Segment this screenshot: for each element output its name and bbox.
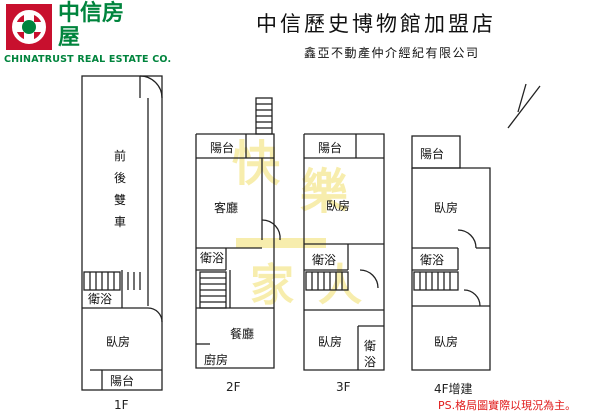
room-3f-bedroom-rear: 臥房 bbox=[318, 334, 342, 349]
company-subtitle: 鑫亞不動產仲介經紀有限公司 bbox=[304, 46, 480, 60]
floor-4f-label: 4F增建 bbox=[434, 382, 473, 396]
watermark-char-1: 快 bbox=[232, 136, 281, 192]
floor-1f-plan bbox=[81, 75, 163, 391]
floor-3f-plan bbox=[303, 133, 385, 371]
floor-1f-outline bbox=[81, 75, 163, 391]
floor-2f-label: 2F bbox=[226, 380, 241, 394]
floor-4f-plan bbox=[411, 135, 491, 371]
watermark-stroke bbox=[236, 238, 326, 248]
floor-3f-stairs bbox=[305, 271, 349, 291]
room-labels: 前 後 雙 車 衛浴 臥房 陽台 陽台 客廳 衛浴 餐廳 廚房 陽台 臥房 衛浴… bbox=[88, 140, 458, 388]
room-4f-bedroom-front: 臥房 bbox=[434, 200, 458, 215]
floor-1f-label: 1F bbox=[114, 398, 129, 412]
room-1f-bath: 衛浴 bbox=[88, 292, 112, 306]
room-1f-garage-char-1: 前 bbox=[114, 148, 126, 163]
floor-2f-plan bbox=[195, 97, 281, 369]
room-4f-balcony: 陽台 bbox=[420, 146, 444, 161]
north-arrow-icon bbox=[507, 83, 541, 129]
floor-2f-outline bbox=[195, 133, 275, 369]
page-title: 中信歷史博物館加盟店 bbox=[256, 12, 496, 36]
room-4f-bedroom-rear: 臥房 bbox=[434, 334, 458, 349]
brand-name-english: CHINATRUST REAL ESTATE CO. bbox=[4, 54, 172, 65]
room-2f-dining: 餐廳 bbox=[230, 326, 254, 341]
room-3f-bath-small-char-2: 浴 bbox=[364, 355, 376, 369]
room-1f-balcony: 陽台 bbox=[110, 373, 134, 388]
floor-3f-outline bbox=[303, 133, 385, 371]
watermark: 快 樂 家 人 bbox=[232, 136, 362, 311]
room-3f-bedroom-front: 臥房 bbox=[326, 198, 350, 213]
room-3f-balcony: 陽台 bbox=[318, 140, 342, 155]
room-3f-bath: 衛浴 bbox=[312, 253, 336, 267]
room-1f-bedroom: 臥房 bbox=[106, 334, 130, 349]
room-1f-garage-char-4: 車 bbox=[114, 215, 126, 229]
room-2f-balcony: 陽台 bbox=[210, 140, 234, 155]
brand-name-chinese: 中信房屋 bbox=[58, 1, 125, 50]
room-1f-garage-char-2: 後 bbox=[114, 171, 126, 185]
watermark-char-4: 家 bbox=[250, 260, 294, 311]
floor-1f-door bbox=[139, 75, 163, 99]
disclaimer-note: PS.格局圖實際以現況為主。 bbox=[438, 399, 577, 412]
room-2f-living: 客廳 bbox=[214, 200, 238, 215]
room-2f-bath: 衛浴 bbox=[200, 251, 224, 265]
floor-4f-outline bbox=[411, 167, 491, 371]
floor-4f-stairs bbox=[413, 271, 459, 291]
room-1f-garage-char-3: 雙 bbox=[114, 193, 126, 207]
room-3f-bath-small-char-1: 衛 bbox=[364, 339, 376, 353]
brand-emblem-icon bbox=[6, 4, 52, 50]
watermark-char-2: 樂 bbox=[300, 164, 349, 220]
room-4f-bath: 衛浴 bbox=[420, 253, 444, 267]
watermark-char-5: 人 bbox=[318, 260, 362, 311]
brand-logo bbox=[6, 4, 52, 50]
room-2f-kitchen: 廚房 bbox=[204, 352, 228, 367]
floor-3f-label: 3F bbox=[336, 380, 351, 394]
